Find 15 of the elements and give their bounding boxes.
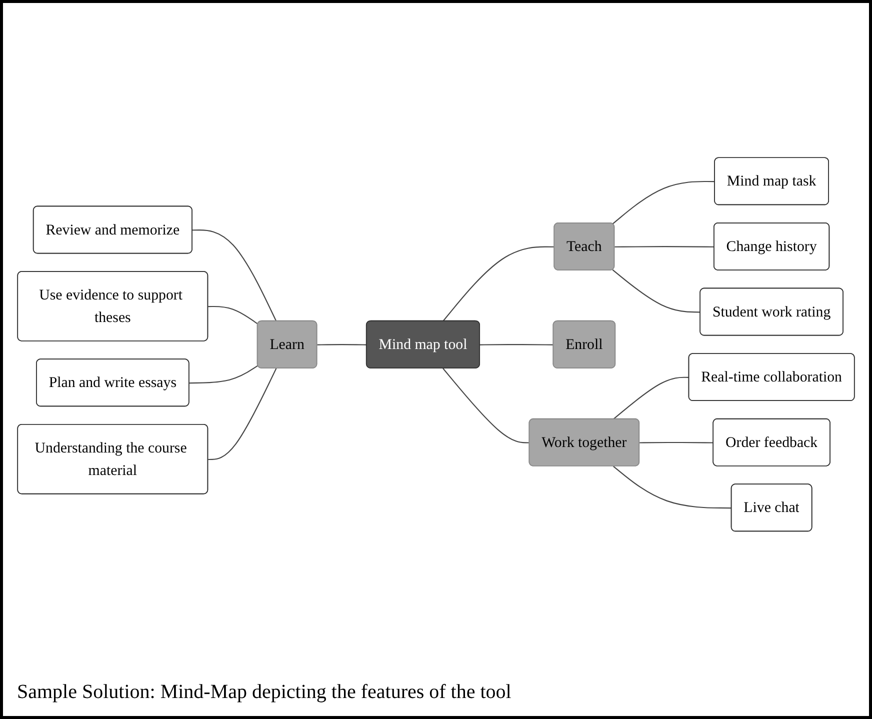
connector [208,368,277,460]
connector [189,364,258,384]
connector [480,344,554,345]
caption: Sample Solution: Mind-Map depicting the features of the tool [17,681,512,704]
connector [442,368,530,443]
connector [614,246,714,247]
connector [442,246,555,322]
connector [613,376,690,420]
connector [612,269,700,312]
connector [208,306,258,324]
connector [317,344,367,345]
connector [640,442,714,443]
connector [192,229,277,322]
connector [612,180,715,224]
connector [613,465,732,508]
